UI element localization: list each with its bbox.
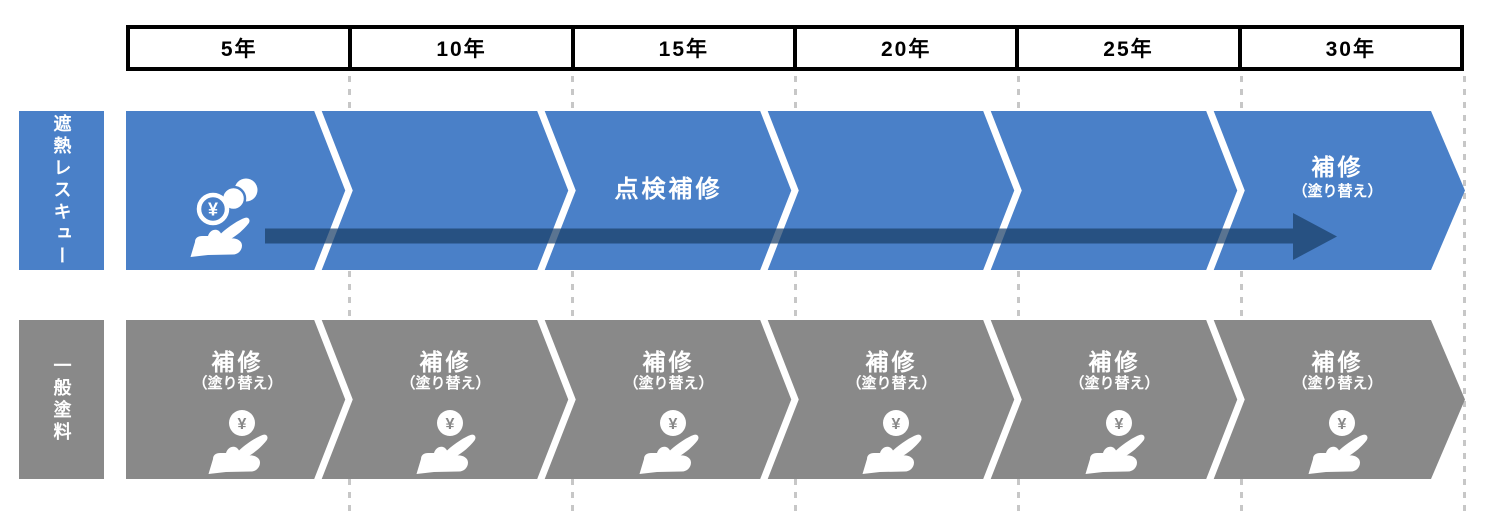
svg-text:¥: ¥ <box>237 416 246 433</box>
timeline-row-shanetsu-rescue: ¥ 点検補修 補修 （塗り替え） <box>126 111 1465 270</box>
inspection-repair-label: 点検補修 <box>614 176 723 203</box>
dashed-guide-line <box>1463 76 1466 512</box>
segment-gray-10y: 補修 （塗り替え） ¥ <box>349 320 572 479</box>
svg-text:¥: ¥ <box>1337 416 1346 433</box>
blue-arrow-band <box>126 111 1465 270</box>
dashed-guide-line <box>348 76 351 512</box>
hand-coin-icon: ¥ <box>1085 410 1145 474</box>
year-cell: 15年 <box>570 29 793 67</box>
segment-gray-20y: 補修 （塗り替え） ¥ <box>795 320 1018 479</box>
repair-title: 補修 <box>419 349 472 375</box>
year-cell: 5年 <box>220 38 258 61</box>
hand-coin-icon: ¥ <box>416 410 476 474</box>
svg-text:¥: ¥ <box>208 200 218 220</box>
repair-title: 補修 <box>1088 349 1141 375</box>
segment-gray-5y: 補修 （塗り替え） ¥ <box>126 320 349 479</box>
year-cell: 30年 <box>1237 29 1460 67</box>
repaint-subtitle: （塗り替え） <box>623 375 714 392</box>
repair-title: 補修 <box>1311 349 1364 375</box>
long-term-trend-arrow <box>265 213 1337 260</box>
hand-coin-icon: ¥ <box>639 410 699 474</box>
row-label-general-paint: 一般塗料 <box>19 320 104 479</box>
repair-title: 補修 <box>865 349 918 375</box>
segment-blue-15y: 点検補修 <box>572 111 795 270</box>
repaint-subtitle: （塗り替え） <box>1292 375 1383 392</box>
segment-gray-25y: 補修 （塗り替え） ¥ <box>1018 320 1241 479</box>
dashed-guide-line <box>1017 76 1020 512</box>
hand-coin-icon: ¥ <box>1308 410 1368 474</box>
repaint-subtitle: （塗り替え） <box>1292 183 1383 200</box>
svg-text:¥: ¥ <box>445 416 454 433</box>
hand-coin-icon: ¥ <box>208 410 268 474</box>
segment-blue-30y: 補修 （塗り替え） <box>1241 111 1464 270</box>
svg-text:¥: ¥ <box>891 416 900 433</box>
repair-title: 補修 <box>1311 154 1364 180</box>
dashed-guide-line <box>794 76 797 512</box>
year-cell: 25年 <box>1015 29 1237 67</box>
repaint-subtitle: （塗り替え） <box>846 375 937 392</box>
segment-blue-5y: ¥ <box>126 111 349 270</box>
svg-text:¥: ¥ <box>668 416 677 433</box>
segment-gray-15y: 補修 （塗り替え） ¥ <box>572 320 795 479</box>
hand-coin-icon: ¥ <box>862 410 922 474</box>
repaint-subtitle: （塗り替え） <box>1069 375 1160 392</box>
svg-text:¥: ¥ <box>1114 416 1123 433</box>
timeline-row-general-paint: 補修 （塗り替え） ¥ 補修 （塗り替え） ¥ 補修 （ <box>126 320 1465 479</box>
row-label-shanetsu-rescue: 遮熱レスキュー <box>19 111 104 270</box>
dashed-guide-line <box>1240 76 1243 512</box>
repaint-subtitle: （塗り替え） <box>400 375 491 392</box>
segment-gray-30y: 補修 （塗り替え） ¥ <box>1241 320 1464 479</box>
year-cell: 10年 <box>348 29 570 67</box>
gray-arrow-band <box>126 320 1465 479</box>
repair-title: 補修 <box>642 349 695 375</box>
repair-title: 補修 <box>211 349 264 375</box>
dashed-guide-line <box>571 76 574 512</box>
year-cell: 20年 <box>792 29 1015 67</box>
hand-coins-icon: ¥ <box>190 178 258 257</box>
year-scale-header: 5年 10年 15年 20年 25年 30年 <box>126 25 1464 71</box>
repaint-subtitle: （塗り替え） <box>192 375 283 392</box>
